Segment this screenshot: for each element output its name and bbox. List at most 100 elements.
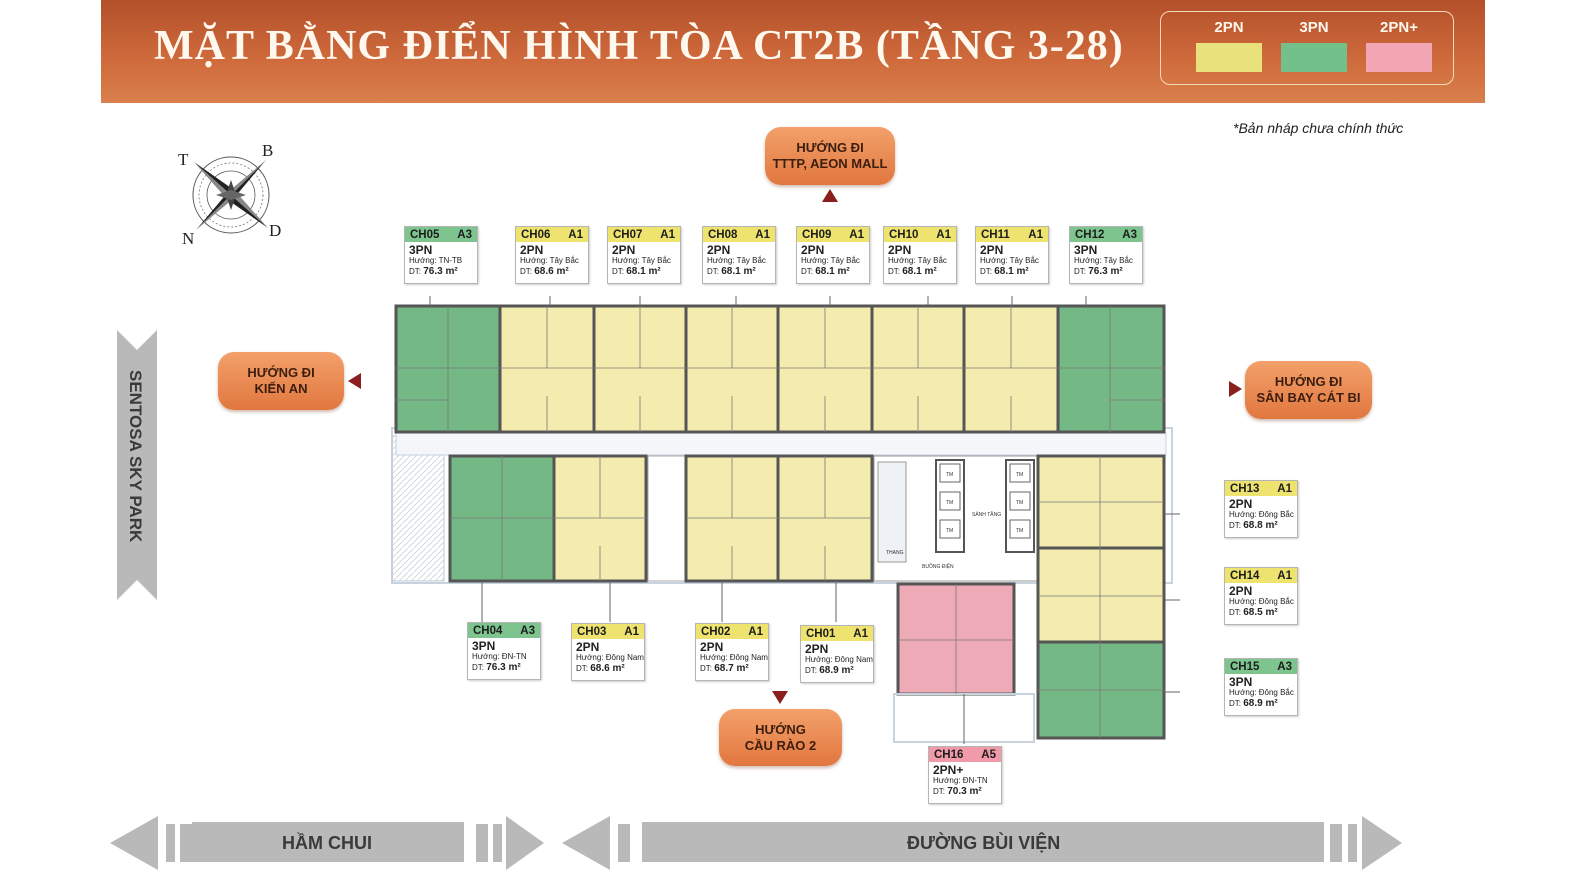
unit-type: A1: [624, 625, 639, 638]
unit-type: A1: [755, 228, 770, 241]
direction-right-line1: HƯỚNG ĐI: [1274, 374, 1343, 389]
unit-code: CH04: [473, 624, 503, 637]
area-prefix: DT:: [933, 787, 945, 796]
unit-type: A1: [1028, 228, 1043, 241]
tm-label: TM: [1016, 472, 1023, 478]
unit-type: A1: [660, 228, 675, 241]
draft-note: *Bản nháp chưa chính thức: [1233, 120, 1404, 136]
area-prefix: DT:: [700, 664, 712, 673]
unit-label-header: CH08 A1: [703, 227, 775, 242]
unit-code: CH06: [521, 228, 551, 241]
tm-label: TM: [946, 500, 953, 506]
unit-direction: Hướng: Đông Nam: [700, 653, 768, 662]
unit-type: A3: [520, 624, 535, 637]
arrow-right-icon: [1229, 381, 1242, 397]
area-prefix: DT:: [888, 267, 900, 276]
electric-room-label: BUỒNG ĐIỆN: [922, 562, 954, 570]
unit-code: CH03: [577, 625, 607, 638]
unit-area-row: DT: 68.1 m²: [884, 266, 956, 277]
unit-area-row: DT: 68.6 m²: [572, 663, 644, 674]
unit-type: A1: [936, 228, 951, 241]
unit-direction: Hướng: Tây Bắc: [707, 256, 766, 265]
interior-lines: [396, 306, 1164, 738]
unit-rooms: 3PN: [409, 243, 433, 257]
unit-area: 68.1 m²: [626, 266, 661, 277]
unit-direction: Hướng: Đông Nam: [576, 653, 644, 662]
unit-area-row: DT: 68.9 m²: [801, 665, 873, 676]
unit-code: CH08: [708, 228, 738, 241]
road-label-right: ĐƯỜNG BÙI VIỆN: [907, 833, 1061, 853]
legend-swatch: [1196, 43, 1262, 72]
unit-direction: Hướng: Tây Bắc: [980, 256, 1039, 265]
unit-area-row: DT: 68.5 m²: [1225, 607, 1297, 618]
legend-item-2pn: 2PN: [1194, 12, 1264, 72]
unit-rooms: 2PN: [888, 243, 912, 257]
unit-area: 68.1 m²: [721, 266, 756, 277]
unit-area: 76.3 m²: [423, 266, 458, 277]
floor-plan: TM TM TM TM TM TM THANG SẢNH TẦNG BUỒNG …: [390, 284, 1224, 756]
unit-direction: Hướng: TN-TB: [409, 256, 463, 265]
unit-code: CH09: [802, 228, 832, 241]
unit-area: 68.1 m²: [902, 266, 937, 277]
area-prefix: DT:: [1229, 699, 1241, 708]
lobby-label: SẢNH TẦNG: [972, 511, 1001, 518]
unit-rooms: 3PN: [472, 639, 496, 653]
unit-direction: Hướng: ĐN-TN: [472, 652, 527, 661]
unit-area-row: DT: 68.9 m²: [1225, 698, 1297, 709]
unit-code: CH16: [934, 748, 964, 761]
arrow-left-icon: [348, 373, 361, 389]
legend-label: 2PN+: [1380, 19, 1418, 36]
side-banner: SENTOSA SKY PARK: [117, 330, 157, 600]
unit-direction: Hướng: Đông Bắc: [1229, 597, 1294, 606]
unit-rooms: 2PN: [520, 243, 544, 257]
direction-right-line2: SÂN BAY CÁT BI: [1256, 390, 1361, 405]
area-prefix: DT:: [472, 663, 484, 672]
unit-code: CH15: [1230, 660, 1260, 673]
tm-label: TM: [946, 528, 953, 534]
compass-t: T: [178, 150, 189, 169]
unit-type: A3: [1122, 228, 1137, 241]
unit-direction: Hướng: Tây Bắc: [1074, 256, 1133, 265]
arrow-up-icon: [822, 189, 838, 202]
unit-rooms: 3PN: [1229, 675, 1253, 689]
compass-b: B: [262, 141, 273, 160]
road-label-left: HẦM CHUI: [282, 833, 372, 853]
unit-rooms: 2PN: [707, 243, 731, 257]
unit-area-row: DT: 76.3 m²: [405, 266, 477, 277]
unit-area: 68.9 m²: [1243, 698, 1278, 709]
area-prefix: DT:: [1229, 608, 1241, 617]
unit-rooms: 2PN: [612, 243, 636, 257]
area-prefix: DT:: [805, 666, 817, 675]
unit-area: 68.6 m²: [590, 663, 625, 674]
area-prefix: DT:: [576, 664, 588, 673]
unit-type: A5: [981, 748, 996, 761]
unit-direction: Hướng: Tây Bắc: [520, 256, 579, 265]
area-prefix: DT:: [520, 267, 532, 276]
unit-area: 68.5 m²: [1243, 607, 1278, 618]
unit-code: CH14: [1230, 569, 1260, 582]
area-prefix: DT:: [1074, 267, 1086, 276]
compass-icon: T B D N: [176, 140, 288, 248]
unit-rooms: 2PN+: [933, 763, 964, 777]
unit-direction: Hướng: Tây Bắc: [612, 256, 671, 265]
unit-type: A1: [1277, 482, 1292, 495]
unit-type: A3: [457, 228, 472, 241]
